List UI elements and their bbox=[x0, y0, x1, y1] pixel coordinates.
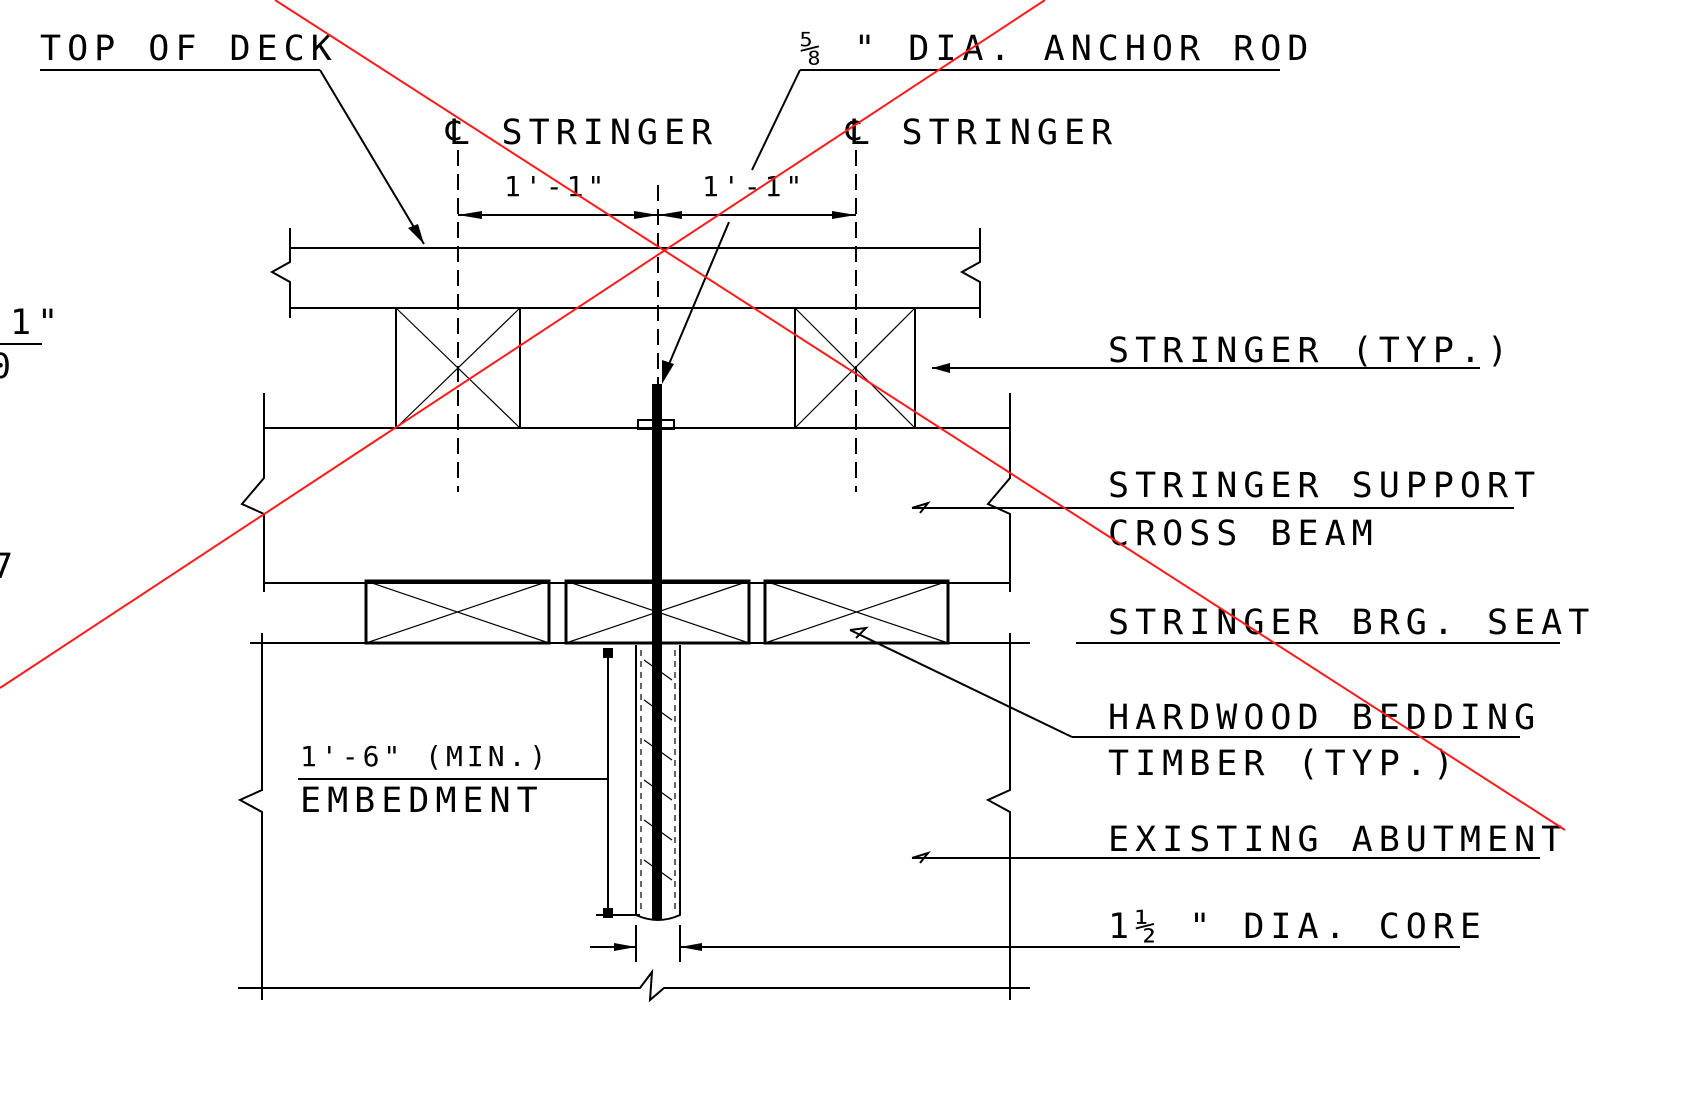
bedding-label-1: HARDWOOD BEDDING bbox=[1108, 698, 1541, 738]
brg-seat-label: STRINGER BRG. SEAT bbox=[1108, 603, 1595, 643]
bedding-label-2: TIMBER (TYP.) bbox=[1108, 744, 1460, 784]
stringer-typ-label: STRINGER (TYP.) bbox=[1108, 331, 1514, 371]
cross-beam bbox=[240, 393, 1011, 592]
cl-stringer-right-label: ℄ STRINGER bbox=[845, 113, 1118, 153]
fragment-label-3: 7 bbox=[0, 547, 19, 587]
centerlines bbox=[457, 150, 857, 492]
abutment-label: EXISTING ABUTMENT bbox=[1108, 820, 1568, 860]
embedment-dimension bbox=[298, 648, 640, 918]
anchor-rod-label: ⅝ " DIA. ANCHOR ROD bbox=[800, 29, 1314, 69]
deck bbox=[269, 228, 981, 318]
existing-abutment bbox=[237, 633, 1030, 1003]
stringer-support-label-1: STRINGER SUPPORT bbox=[1108, 466, 1541, 506]
dim-left-label: 1'-1" bbox=[504, 170, 608, 203]
core-diameter-dimension bbox=[590, 925, 1460, 962]
anchor-rod bbox=[637, 384, 675, 920]
labels: TOP OF DECK ⅝ " DIA. ANCHOR ROD ℄ STRING… bbox=[0, 29, 1595, 947]
void-cross-overlay bbox=[0, 0, 1566, 831]
core-label: 1½ " DIA. CORE bbox=[1108, 907, 1487, 947]
stringer-support-label-2: CROSS BEAM bbox=[1108, 514, 1379, 554]
cl-stringer-left-label: ℄ STRINGER bbox=[445, 113, 718, 153]
fragment-label-2: 0 bbox=[0, 347, 17, 387]
dim-right-label: 1'-1" bbox=[702, 170, 806, 203]
top-of-deck-label: TOP OF DECK bbox=[40, 29, 338, 69]
embedment-label-1: 1'-6" (MIN.) bbox=[300, 740, 550, 773]
leaders bbox=[0, 69, 1560, 864]
spacing-dimension bbox=[458, 211, 856, 219]
embedment-label-2: EMBEDMENT bbox=[300, 781, 544, 821]
fragment-label-1: 1" bbox=[10, 303, 64, 343]
